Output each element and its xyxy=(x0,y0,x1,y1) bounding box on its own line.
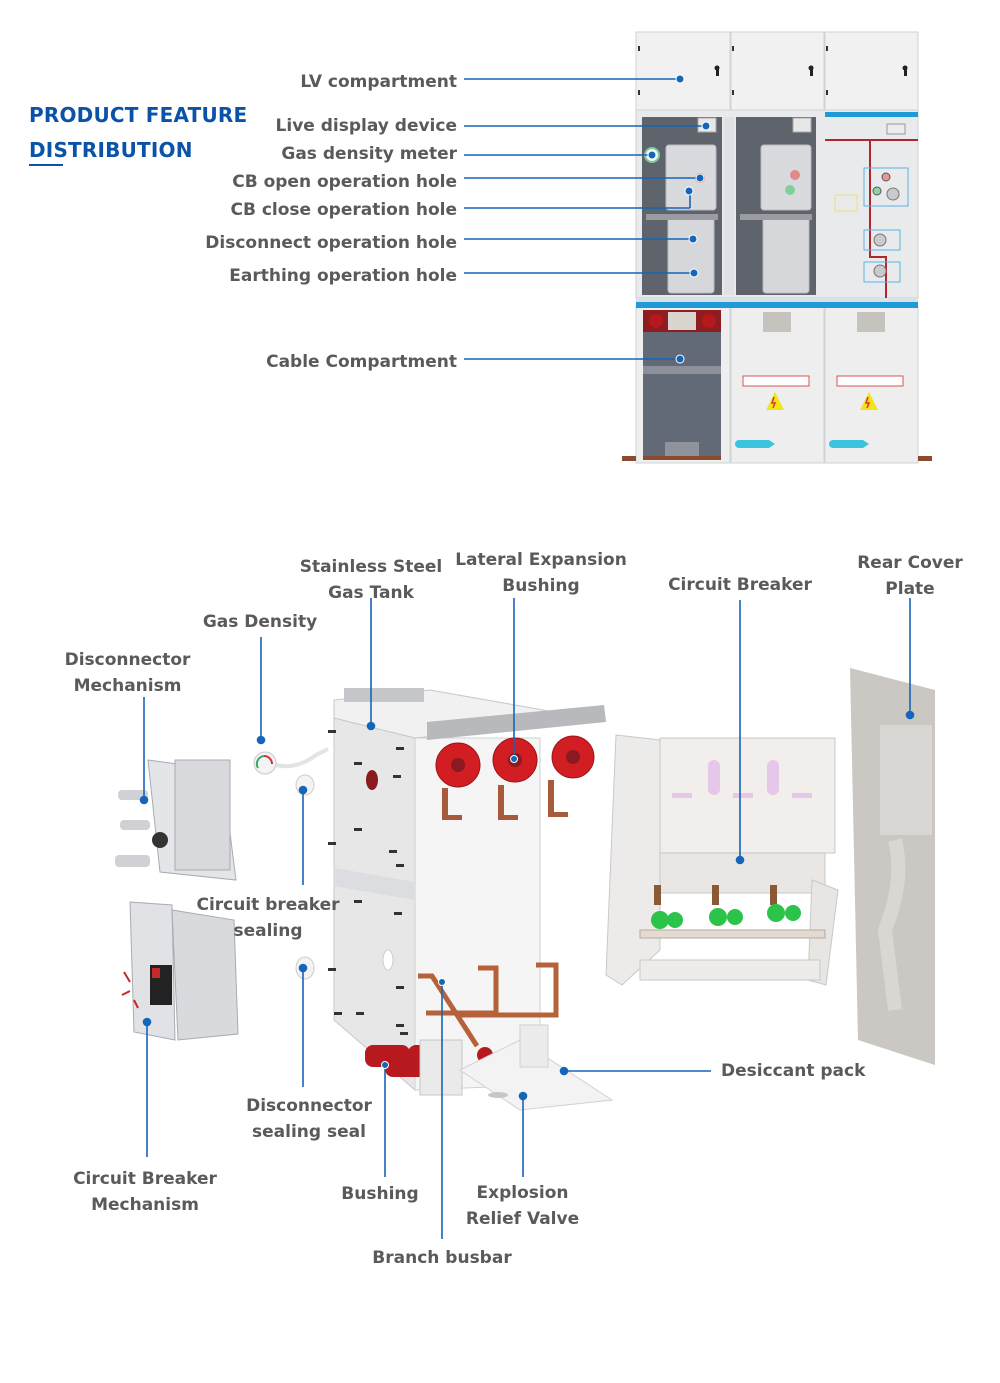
label-gas-density-meter: Gas density meter xyxy=(281,144,457,164)
door-handle-icon xyxy=(714,65,908,76)
label-disconnector-mechanism: Disconnector Mechanism xyxy=(64,650,191,696)
label-desiccant-pack: Desiccant pack xyxy=(721,1061,866,1081)
circuit-breaker-mechanism-part xyxy=(121,901,239,1041)
branch-busbar-part xyxy=(418,962,559,1048)
label-stainless-steel-gas-tank: Stainless Steel Gas Tank xyxy=(299,557,443,603)
label-branch-busbar: Branch busbar xyxy=(372,1248,512,1268)
label-live-display-device: Live display device xyxy=(275,116,457,136)
label-lateral-expansion-bushing: Lateral Expansion Bushing xyxy=(455,550,627,596)
label-rear-cover-plate: Rear Cover Plate xyxy=(857,553,963,599)
label-disconnector-sealing-seal: Disconnector sealing seal xyxy=(246,1096,372,1142)
label-circuit-breaker-mechanism: Circuit Breaker Mechanism xyxy=(73,1169,217,1215)
label-cable-compartment: Cable Compartment xyxy=(266,352,457,372)
gas-density-meter-part xyxy=(253,747,329,796)
label-circuit-breaker-sealing: Circuit breaker sealing xyxy=(196,895,340,941)
rear-cover-plate-part xyxy=(850,668,935,1065)
leader-lines-bottom xyxy=(139,598,915,1239)
label-lv-compartment: LV compartment xyxy=(300,72,457,92)
title-underline xyxy=(29,164,63,166)
circuit-breaker-part xyxy=(605,734,839,986)
label-cb-close-operation-hole: CB close operation hole xyxy=(230,200,457,220)
label-explosion-relief-valve: Explosion Relief Valve xyxy=(465,1183,580,1229)
switchgear-illustration xyxy=(464,31,932,464)
section-title: PRODUCT FEATURE DISTRIBUTION xyxy=(29,98,247,168)
label-bushing: Bushing xyxy=(341,1184,419,1204)
label-cb-open-operation-hole: CB open operation hole xyxy=(232,172,457,192)
label-disconnect-operation-hole: Disconnect operation hole xyxy=(205,233,457,253)
label-earthing-operation-hole: Earthing operation hole xyxy=(229,266,457,286)
leader-lines-top xyxy=(464,74,711,364)
section-title-line2: DISTRIBUTION xyxy=(29,138,193,162)
section-title-line1: PRODUCT FEATURE xyxy=(29,103,248,127)
label-circuit-breaker: Circuit Breaker xyxy=(668,575,812,595)
desiccant-tray-part xyxy=(459,1024,614,1111)
switchgear-cabinet xyxy=(622,31,932,464)
label-gas-density: Gas Density xyxy=(202,612,318,632)
lateral-bushing-part xyxy=(435,735,595,820)
disconnector-mechanism-part xyxy=(115,759,237,881)
